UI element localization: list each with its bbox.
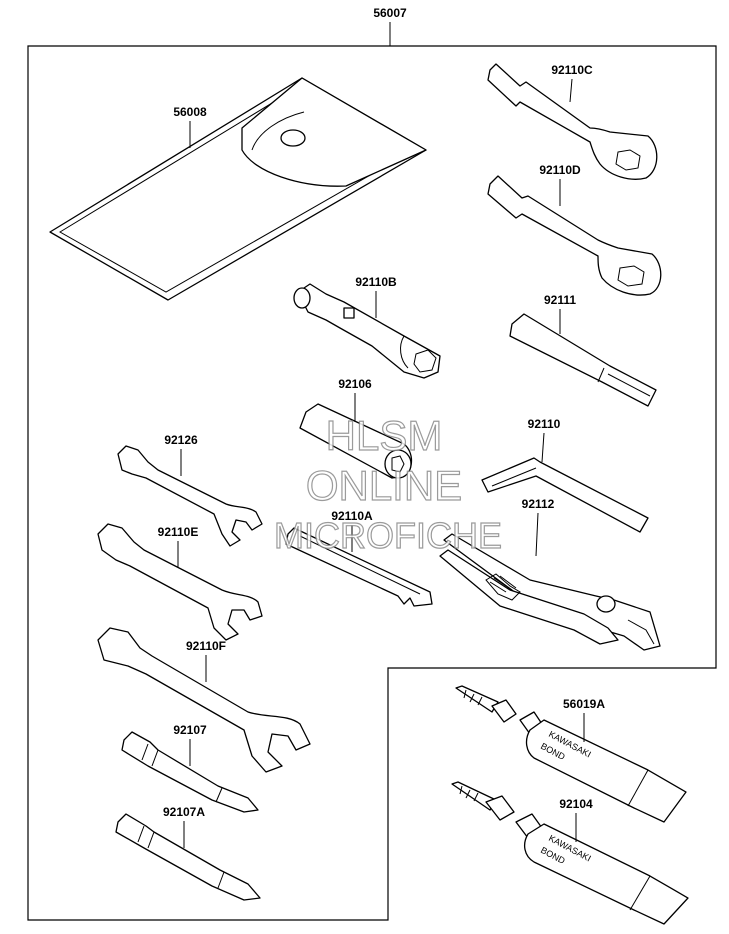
tube-92104-crimp	[629, 875, 651, 911]
open-wrench-92110F	[97, 627, 311, 773]
tube-56019a-nozzle	[455, 685, 499, 713]
wrench-92110d-body	[487, 175, 662, 296]
box-wrench-92110D	[487, 175, 662, 296]
spanner-92110a-body	[285, 527, 433, 607]
hex-key-92110	[481, 457, 649, 533]
hexkey-92110-edge	[491, 467, 537, 487]
pouch-flap	[241, 77, 427, 187]
label-92110E: 92110E	[158, 525, 199, 539]
tube-56019a-crimp	[627, 769, 649, 807]
pliers-92112-jaw-teeth	[627, 619, 655, 645]
box-wrench-92110C	[487, 63, 658, 180]
leader-92110	[541, 432, 545, 463]
adapter-92106-hex	[391, 455, 405, 473]
tube-56019a-nozzle-rings	[463, 689, 483, 706]
leader-92110C	[569, 78, 573, 103]
label-92107A: 92107A	[163, 805, 205, 819]
wrench-92110c-body	[487, 63, 658, 180]
screwdriver-92107a-body	[115, 813, 261, 901]
pliers-92112	[439, 533, 661, 651]
screwdriver-92107-shoulder	[215, 787, 223, 803]
tube-56019a-cap	[491, 699, 517, 723]
tube-92104-cap	[485, 795, 515, 821]
tube-92104-body	[523, 823, 689, 925]
socket-92110b-hole	[343, 307, 355, 319]
tool-pouch-56008	[49, 77, 427, 301]
wrench-92126-body	[117, 445, 263, 547]
socket-92110b-body	[297, 283, 441, 379]
label-56019A: 56019A	[563, 697, 605, 711]
tube-56019a-body	[525, 719, 687, 823]
pliers-92112-grip	[485, 573, 521, 601]
spanner-92110a-edge	[299, 535, 421, 595]
pliers-92112-grip-lines	[489, 575, 517, 593]
hexkey-92110-body	[481, 457, 649, 533]
screwdriver-92107	[121, 731, 259, 813]
watermark: HLSM ONLINE MICROFICHE	[273, 411, 502, 556]
label-92112: 92112	[522, 497, 555, 511]
tube-92104-nozzle-rings	[459, 785, 479, 802]
bond-tube-56019A: KAWASAKI BOND	[455, 685, 687, 823]
watermark-line3: MICROFICHE	[274, 515, 502, 556]
bar-92111-flat	[607, 373, 651, 397]
label-92110F: 92110F	[186, 639, 226, 653]
bond-tube-92104: KAWASAKI BOND	[451, 781, 689, 925]
watermark-line1: HLSM	[326, 412, 443, 459]
label-92107: 92107	[173, 723, 207, 737]
pouch-flap-edge	[251, 111, 305, 151]
pouch-body	[49, 77, 427, 301]
adapter-92106-end	[384, 449, 412, 479]
screwdriver-92107a-grooves	[137, 825, 155, 849]
wrench-92110c-hex	[615, 149, 641, 171]
screwdriver-92107A	[115, 813, 261, 901]
adapter-92106	[299, 403, 413, 479]
pliers-92112-lower-handle	[439, 549, 619, 645]
watermark-line2: ONLINE	[306, 462, 462, 509]
screwdriver-92107-body	[121, 731, 259, 813]
socket-92110b-end	[293, 287, 311, 309]
label-92111: 92111	[544, 293, 576, 307]
pouch-snap-button	[280, 129, 306, 147]
label-92104: 92104	[559, 797, 593, 811]
socket-92110b-hex	[413, 349, 437, 373]
label-92110D: 92110D	[539, 163, 581, 177]
label-92106: 92106	[338, 377, 372, 391]
wrench-92110f-body	[97, 627, 311, 773]
label-92126: 92126	[164, 433, 198, 447]
wrench-92110d-hex	[617, 265, 645, 287]
label-92110A: 92110A	[331, 509, 373, 523]
socket-wrench-92110B	[293, 283, 441, 379]
leader-92112	[535, 512, 539, 557]
wrench-92110e-body	[97, 523, 263, 641]
bar-92111-step	[597, 367, 605, 383]
bar-92111-body	[509, 313, 657, 407]
extension-bar-92111	[509, 313, 657, 407]
open-wrench-92110E	[97, 523, 263, 641]
screwdriver-92107-grooves	[141, 743, 159, 767]
screwdriver-92107a-shoulder	[217, 871, 225, 889]
label-92110: 92110	[528, 417, 561, 431]
label-92110C: 92110C	[551, 63, 593, 77]
open-wrench-92126	[117, 445, 263, 547]
spanner-92110A	[285, 527, 433, 607]
toolkit-frame	[27, 45, 717, 921]
pliers-92112-pivot	[596, 595, 616, 613]
socket-92110b-ring	[400, 335, 409, 369]
assembly-label-56007: 56007	[373, 6, 407, 20]
label-92110B: 92110B	[355, 275, 397, 289]
label-56008: 56008	[173, 105, 207, 119]
